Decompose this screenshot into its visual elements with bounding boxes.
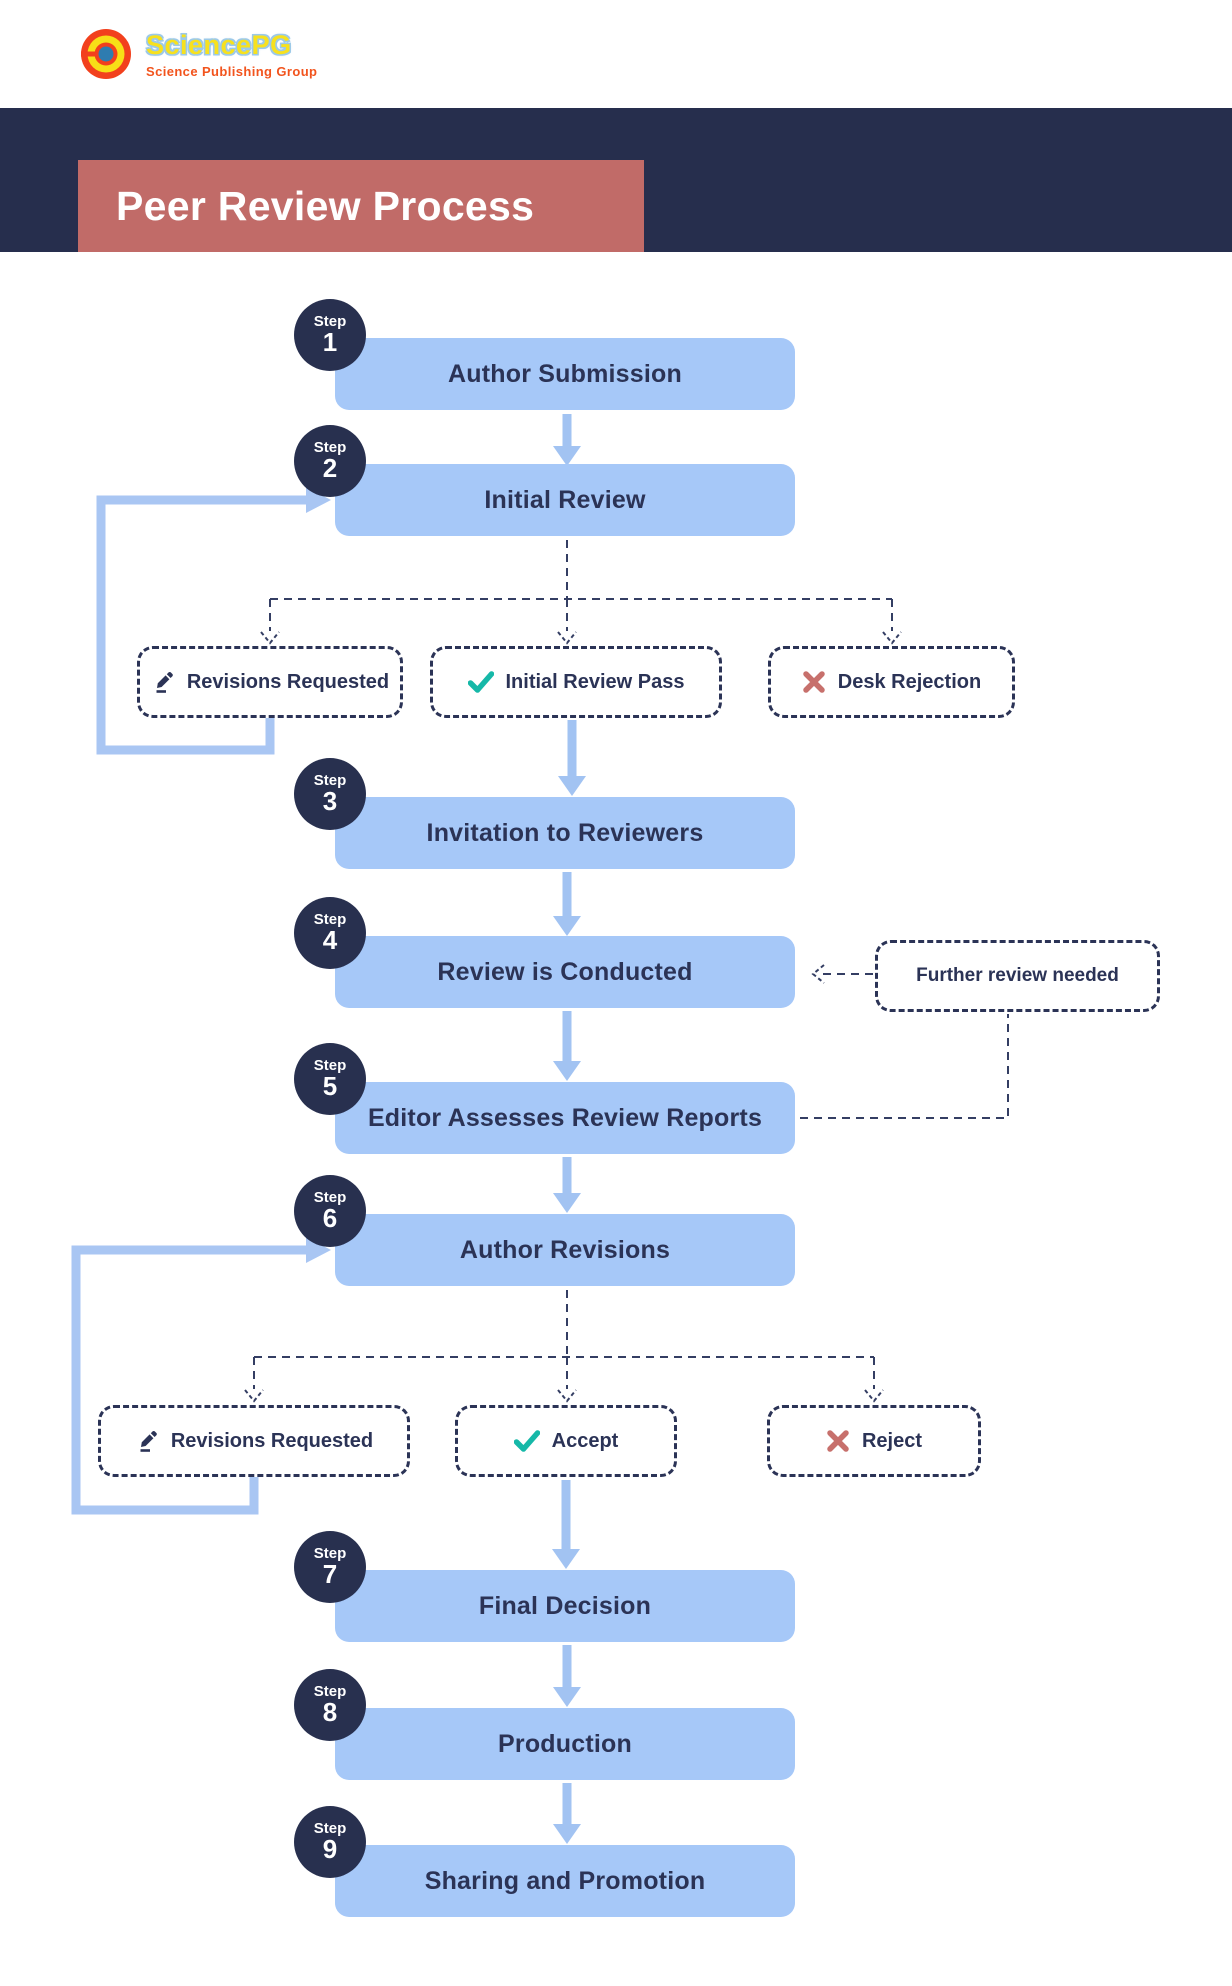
branch2-arrowhead-mid [557,1389,577,1403]
step-box-editor-assesses-review-reports: Editor Assesses Review Reports [335,1082,795,1154]
step-label: Author Revisions [459,1235,671,1264]
note-link-from-step5 [800,1014,1009,1119]
note-label: Further review needed [916,965,1119,986]
branch2-arrowhead-left [244,1389,264,1403]
branch1-dashed-lines [269,540,893,631]
step-box-review-is-conducted: Review is Conducted [335,936,795,1008]
step-label: Sharing and Promotion [424,1866,706,1895]
branch1-arrowhead-mid [557,631,577,645]
step-box-production: Production [335,1708,795,1780]
step-label: Production [498,1729,632,1758]
step-label: Review is Conducted [437,957,693,986]
loop-revisions-to-author-revisions [71,1245,306,1515]
step-box-invitation-to-reviewers: Invitation to Reviewers [335,797,795,869]
branch2-arrowhead-right [864,1389,884,1403]
step-box-final-decision: Final Decision [335,1570,795,1642]
branch1-arrowhead-left [260,631,280,645]
sciencepg-logo-icon [81,29,131,79]
brand-tagline: Science Publishing Group [146,63,318,79]
decision-revisions-requested-2: Revisions Requested [98,1405,410,1477]
loop2-arrowhead [306,1237,331,1263]
pencil-icon [151,670,175,694]
decision-label: Desk Rejection [837,670,982,693]
pencil-icon [135,1429,159,1453]
decision-label: Revisions Requested [170,1429,374,1452]
decision-desk-rejection: Desk Rejection [768,646,1015,718]
decision-accept: Accept [455,1405,677,1477]
loop-revisions-to-initial-review [96,495,306,755]
title-box: Peer Review Process [78,160,644,252]
step-label: Invitation to Reviewers [426,818,704,847]
step-label: Initial Review [484,485,646,514]
x-icon [802,670,826,694]
note-arrowhead-left [811,964,825,984]
decision-label: Accept [551,1429,619,1452]
branch1-arrowhead-right [882,631,902,645]
header-bar: SciencePG Science Publishing Group [0,0,1232,108]
decision-label: Initial Review Pass [505,670,685,693]
step-label: Editor Assesses Review Reports [367,1103,763,1132]
step-label: Final Decision [478,1591,652,1620]
note-further-review-needed: Further review needed [875,940,1160,1012]
decision-label: Reject [861,1429,923,1452]
x-icon [826,1429,850,1453]
decision-reject: Reject [767,1405,981,1477]
check-icon [467,670,494,694]
step-box-sharing-and-promotion: Sharing and Promotion [335,1845,795,1917]
step-box-author-revisions: Author Revisions [335,1214,795,1286]
decision-initial-review-pass: Initial Review Pass [430,646,722,718]
decision-label: Revisions Requested [186,670,390,693]
check-icon [513,1429,540,1453]
step-box-author-submission: Author Submission [335,338,795,410]
brand-name: SciencePG [146,29,292,60]
page-title: Peer Review Process [116,182,535,229]
step-box-initial-review: Initial Review [335,464,795,536]
sciencepg-logo: SciencePG Science Publishing Group [80,28,317,80]
loop1-arrowhead [306,487,331,513]
step-label: Author Submission [448,359,682,388]
branch2-dashed-lines [253,1290,875,1389]
decision-revisions-requested-1: Revisions Requested [137,646,403,718]
